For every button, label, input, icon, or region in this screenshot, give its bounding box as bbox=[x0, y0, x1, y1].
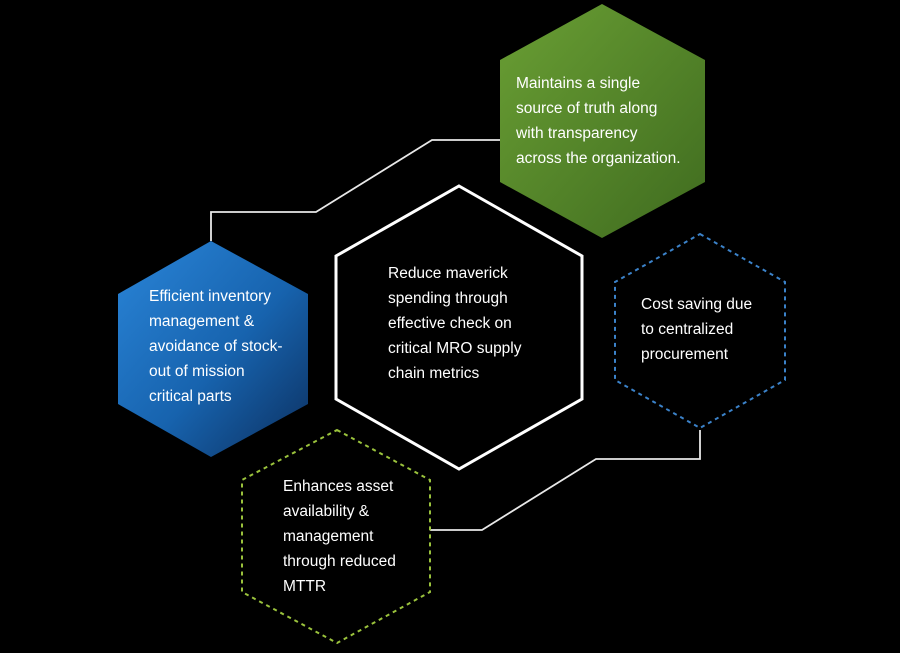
node-single-source-text: Maintains a single source of truth along… bbox=[516, 75, 681, 167]
hexagon-single-source bbox=[500, 4, 705, 238]
node-cost-saving-text: Cost saving due to centralized procureme… bbox=[641, 296, 753, 363]
node-maverick-text: Reduce maverick spending through effecti… bbox=[388, 265, 522, 382]
hexagon-maverick bbox=[334, 184, 584, 471]
hexagon-cost-saving bbox=[614, 232, 786, 430]
hexagon-asset bbox=[241, 428, 431, 645]
connector-inventory-to-single-source bbox=[210, 139, 500, 241]
connector-asset-to-cost-saving bbox=[430, 430, 701, 531]
node-asset-text: Enhances asset availability & management… bbox=[283, 478, 396, 595]
hexagon-inventory bbox=[118, 241, 308, 457]
node-inventory-text: Efficient inventory management & avoidan… bbox=[149, 288, 283, 405]
